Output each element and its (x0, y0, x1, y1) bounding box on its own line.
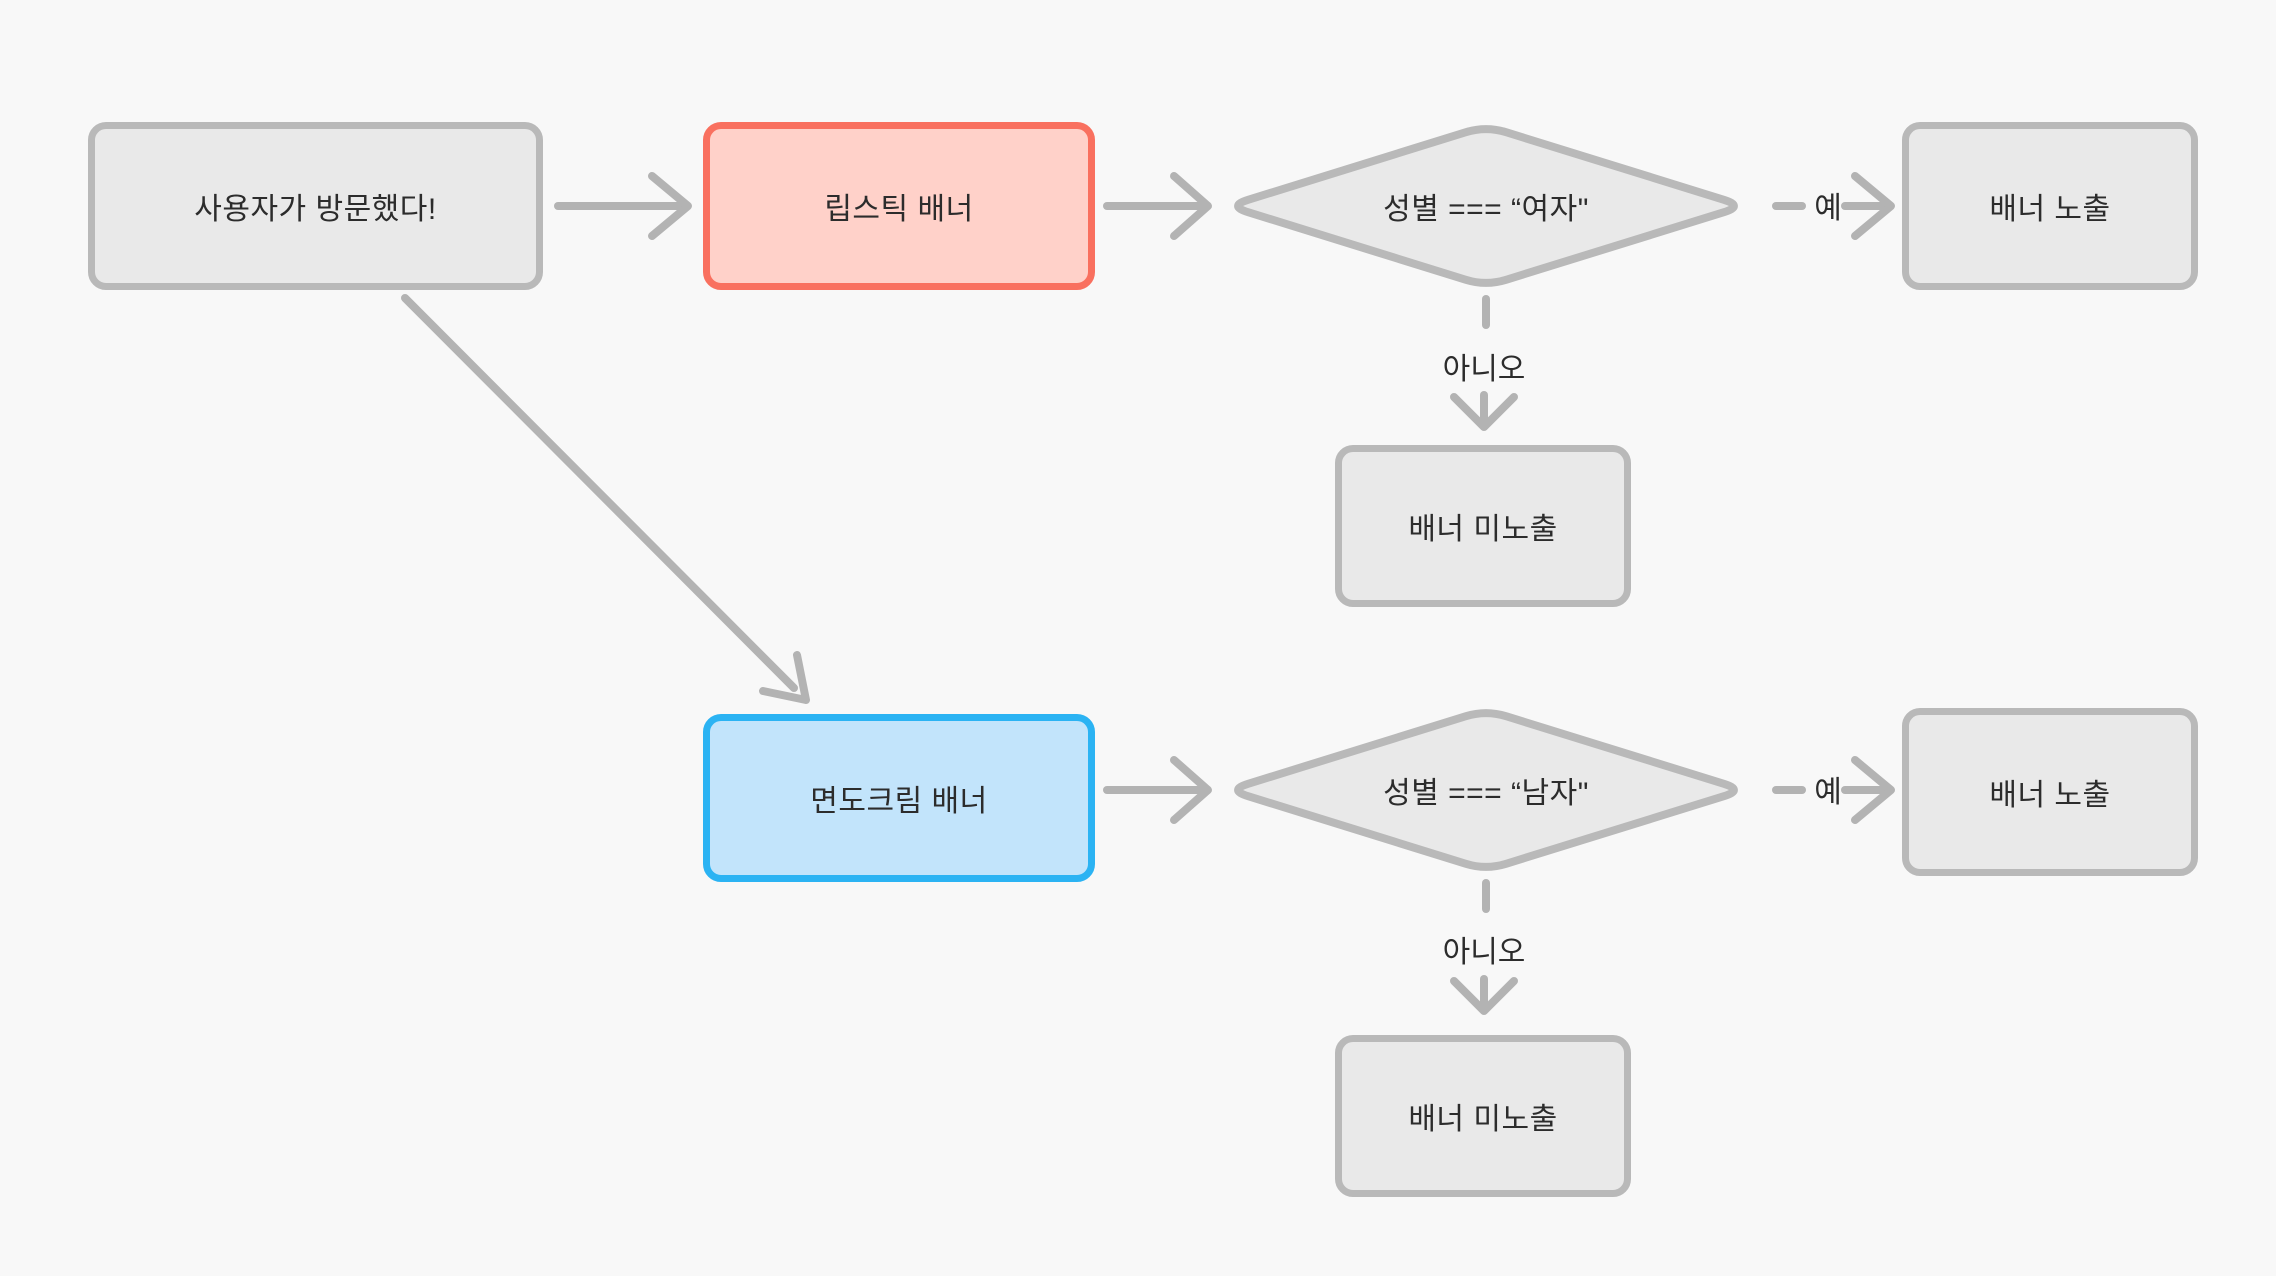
edge-label-no-2: 아니오 (1442, 936, 1526, 969)
decision-gender-male: 성별 === “남자" (1222, 704, 1750, 876)
node-banner-shown-1-label: 배너 노출 (1989, 193, 2111, 226)
node-banner-hidden-2-label: 배너 미노출 (1408, 1103, 1558, 1136)
diamond-shape-icon (1234, 709, 1738, 871)
decision-gender-female: 성별 === “여자" (1222, 120, 1750, 292)
edge-label-no-1: 아니오 (1442, 353, 1526, 386)
decision-gender-male-label: 성별 === “남자" (1383, 777, 1589, 810)
edge-start-to-lipstick (554, 172, 692, 240)
node-shaving-cream-banner: 면도크림 배너 (703, 714, 1095, 882)
edge-label-yes-2: 예 (1814, 776, 1842, 809)
node-shaving-cream-banner-label: 면도크림 배너 (810, 785, 988, 818)
node-user-visited-label: 사용자가 방문했다! (194, 193, 437, 226)
node-banner-shown-2-label: 배너 노출 (1989, 779, 2111, 812)
decision-gender-female-label: 성별 === “여자" (1383, 193, 1589, 226)
node-banner-hidden-1: 배너 미노출 (1335, 445, 1631, 607)
edge-male-check-no (1450, 879, 1518, 1015)
diamond-shape-icon (1234, 125, 1738, 287)
edge-label-yes-1: 예 (1814, 192, 1842, 225)
node-banner-hidden-1-label: 배너 미노출 (1408, 513, 1558, 546)
node-banner-shown-1: 배너 노출 (1902, 122, 2198, 290)
node-user-visited: 사용자가 방문했다! (88, 122, 543, 290)
node-lipstick-banner: 립스틱 배너 (703, 122, 1095, 290)
edge-lipstick-to-female-check (1103, 172, 1212, 240)
edge-start-to-shaving (401, 294, 810, 704)
node-lipstick-banner-label: 립스틱 배너 (824, 193, 974, 226)
edge-shaving-to-male-check (1103, 756, 1212, 824)
edge-male-check-yes (1772, 756, 1895, 824)
edge-female-check-yes (1772, 172, 1895, 240)
edge-female-check-no (1450, 295, 1518, 431)
node-banner-shown-2: 배너 노출 (1902, 708, 2198, 876)
node-banner-hidden-2: 배너 미노출 (1335, 1035, 1631, 1197)
